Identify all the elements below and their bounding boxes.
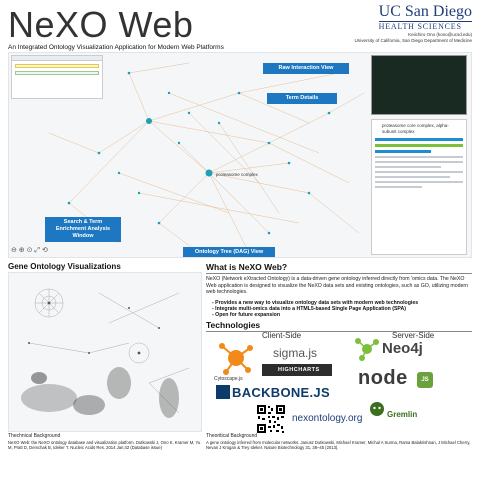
zoom-toolbar[interactable]: ⊖ ⊕ ⊙ ⤢ ⟲ <box>11 247 48 254</box>
network-edges <box>48 62 365 254</box>
search-panel <box>11 55 103 99</box>
go-tree-graphic <box>21 288 190 418</box>
feature-item: - Provides a new way to visualize ontolo… <box>212 299 419 306</box>
feature-list: - Provides a new way to visualize ontolo… <box>206 300 472 319</box>
term-detail-line <box>375 176 451 178</box>
term-detail-line <box>375 166 441 168</box>
cytoscape-logo <box>219 343 253 375</box>
poster-title: NeXO Web <box>8 4 194 45</box>
search-input[interactable] <box>15 64 99 68</box>
author-affiliation: University of California, San Diego Depa… <box>354 38 472 43</box>
search-result-row[interactable] <box>15 71 99 75</box>
cytoscape-label: Cytoscape.js <box>214 376 243 382</box>
node-hub <box>146 118 152 124</box>
project-url-link[interactable]: nexontology.org <box>292 413 363 424</box>
term-details-caption: proteasome core complex, alpha-subunit c… <box>382 123 449 134</box>
server-side-heading: Server-Side <box>392 331 435 340</box>
search-panel-header <box>12 56 102 61</box>
what-title: What is NeXO Web? <box>206 262 472 274</box>
gremlin-icon <box>370 402 384 416</box>
callout-dag-view: Ontology Tree (DAG) View <box>183 247 275 257</box>
feature-item: - Open for future expansion <box>212 312 281 319</box>
feature-item: - Integrate multi-omics data into a HTML… <box>212 305 406 312</box>
gremlin-logo: Gremlin <box>387 410 418 419</box>
hairball-cluster <box>21 367 179 418</box>
theoretical-background-text: A gene ontology inferred from molecular … <box>206 440 471 450</box>
technologies-title: Technologies <box>206 320 472 332</box>
logo-sub-text: HEALTH SCIENCES <box>378 21 472 31</box>
author-info: Keiichiro Ono (kono@ucsd.edu) University… <box>354 32 472 44</box>
poster-subtitle: An Integrated Ontology Visualization App… <box>8 44 224 51</box>
technical-background: Thechnical Background NeXO Web: the NeXO… <box>8 433 204 451</box>
technical-background-text: NeXO Web: the NeXO ontology database and… <box>8 440 201 450</box>
nodejs-badge: JS <box>417 372 433 388</box>
backbone-logo: BACKBONE.JS <box>232 385 330 400</box>
theoretical-background-heading: Theoritical Background <box>206 433 258 439</box>
term-detail-bar <box>375 144 463 147</box>
logo-main-text: UC San Diego <box>378 3 472 20</box>
client-side-heading: Client-Side <box>262 331 302 340</box>
network-nodes <box>67 71 331 255</box>
raw-interaction-panel <box>371 55 467 115</box>
author-email: Keiichiro Ono (kono@ucsd.edu) <box>408 32 472 37</box>
theoretical-background: Theoritical Background A gene ontology i… <box>206 433 472 451</box>
term-detail-bar <box>375 138 463 141</box>
highcharts-logo: HIGHCHARTS <box>262 364 332 376</box>
term-details-panel: proteasome core complex, alpha-subunit c… <box>371 119 467 255</box>
go-section-title: Gene Ontology Visualizations <box>8 262 121 271</box>
term-detail-line <box>375 171 463 173</box>
go-visualizations-image <box>8 272 202 432</box>
callout-term-details: Term Details <box>267 93 337 104</box>
technical-background-heading: Thechnical Background <box>8 433 61 439</box>
neo4j-logo: Neo4j <box>382 340 423 357</box>
ucsd-logo: UC San Diego HEALTH SCIENCES <box>378 3 472 31</box>
node-proteasome <box>205 169 213 177</box>
term-detail-line <box>375 161 463 163</box>
node-label-proteasome: proteasome complex <box>216 172 259 177</box>
term-detail-line <box>375 156 463 158</box>
what-is-section: What is NeXO Web? NeXO (Network eXtracte… <box>206 262 472 318</box>
qr-code-icon[interactable] <box>256 404 286 434</box>
term-detail-line <box>375 186 422 188</box>
term-detail-line <box>375 181 463 183</box>
what-text: NeXO (Network eXtracted Ontology) is a d… <box>206 276 469 295</box>
term-detail-bar <box>375 150 432 153</box>
sigma-logo: sigma.js <box>273 346 318 360</box>
callout-search-window: Search & Term Enrichment Analysis Window <box>45 217 121 242</box>
callout-raw-interaction: Raw Interaction View <box>263 63 349 74</box>
nodejs-logo: node <box>358 367 408 389</box>
neo4j-icon <box>355 338 379 361</box>
backbone-icon <box>216 385 230 399</box>
app-screenshot: proteasome complex proteasome core compl… <box>8 52 472 258</box>
